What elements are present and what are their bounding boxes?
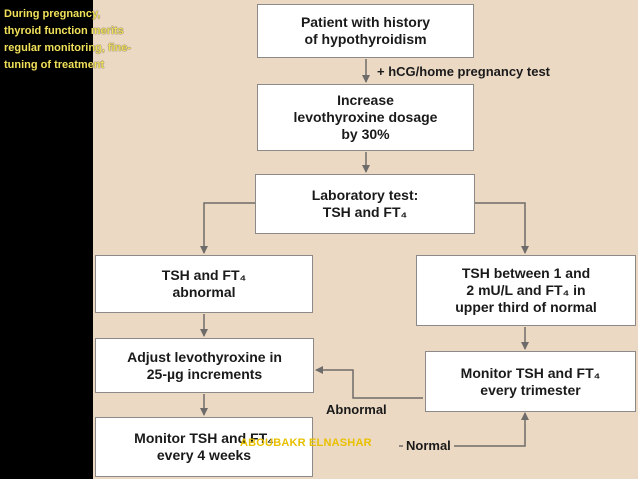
box-text-line: TSH and FT₄ <box>161 267 247 283</box>
box-text-line: Increase <box>337 92 394 108</box>
box-tsh-normal-range: TSH between 1 and 2 mU/L and FT₄ in uppe… <box>416 255 636 326</box>
box-monitor-every-trimester: Monitor TSH and FT₄ every trimester <box>425 351 636 412</box>
box-text-line: levothyroxine dosage <box>293 109 438 125</box>
arrow-labtest-to-abnormal <box>200 202 265 254</box>
box-laboratory-test: Laboratory test: TSH and FT₄ <box>255 174 475 234</box>
box-text-line: abnormal <box>172 284 236 300</box>
box-text-line: 25-µg increments <box>146 365 263 382</box>
box-monitor-every-4-weeks: Monitor TSH and FT₄ every 4 weeks <box>95 417 313 477</box>
box-tsh-abnormal: TSH and FT₄ abnormal <box>95 255 313 313</box>
slide-caption: During pregnancy, thyroid function merit… <box>4 8 132 71</box>
box-adjust-levothyroxine: Adjust levothyroxine in 25-µg increments <box>95 338 314 393</box>
box-text-line: TSH and FT₄ <box>322 204 408 220</box>
box-text-line: of hypothyroidism <box>304 31 427 47</box>
box-text-line: Laboratory test: <box>311 187 419 203</box>
box-increase-dosage: Increase levothyroxine dosage by 30% <box>257 84 474 151</box>
box-text-line: every 4 weeks <box>156 447 252 463</box>
box-text-line: Adjust levothyroxine in <box>127 348 282 365</box>
box-text-line: upper third of normal <box>455 299 597 315</box>
flowchart-figure: Patient with history of hypothyroidism +… <box>93 0 638 479</box>
author-watermark: ABOUBAKR ELNASHAR <box>240 437 372 449</box>
box-text-line: 2 mU/L and FT₄ in <box>466 282 586 298</box>
box-text-line: Monitor TSH and FT₄ <box>134 430 274 446</box>
arrow-labtest-to-normal-range <box>465 202 529 254</box>
label-normal: Normal <box>403 438 454 453</box>
arrow-abnormal-loop <box>315 366 423 399</box>
box-text-line: Patient with history <box>300 14 431 30</box>
box-text-line: TSH between 1 and <box>461 265 591 281</box>
label-hcg-test: + hCG/home pregnancy test <box>377 64 551 79</box>
box-text-line: every trimester <box>480 381 581 398</box>
label-abnormal: Abnormal <box>326 402 387 417</box>
box-text-line: Monitor TSH and FT₄ <box>460 364 601 381</box>
box-text-line: by 30% <box>341 126 390 142</box>
flowchart-arrows <box>200 59 529 447</box>
box-patient-history: Patient with history of hypothyroidism <box>257 4 474 58</box>
